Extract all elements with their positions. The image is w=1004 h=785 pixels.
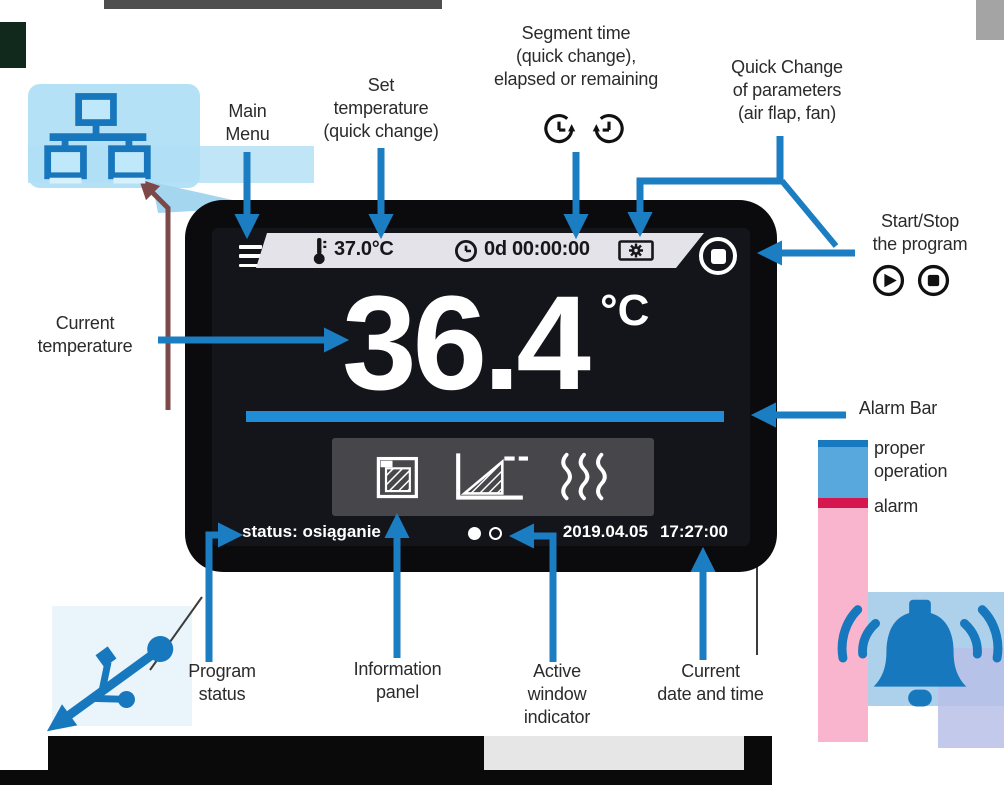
legend-proper-operation-swatch <box>818 447 868 498</box>
date-text: 2019.04.05 <box>562 522 648 541</box>
legend-alarm-swatch <box>818 498 868 508</box>
label-program-status: Program status <box>188 661 256 705</box>
thermometer-icon <box>312 237 327 265</box>
current-temperature-display: 36.4 <box>342 269 591 418</box>
time-text: 17:27:00 <box>659 522 728 541</box>
label-information-panel: Information panel <box>353 659 442 703</box>
page-dot-active <box>468 527 481 540</box>
artifact-top-right <box>976 0 1004 40</box>
elapsed-time-icon <box>544 114 576 144</box>
label-main-menu: Main Menu <box>225 101 270 145</box>
network-arrow <box>138 178 171 410</box>
top-bar: 37.0°C 0d 00:00:00 <box>256 233 704 268</box>
artifact-bottom-strip <box>0 770 772 785</box>
legend-blue-edge <box>818 440 868 447</box>
label-set-temperature: Set temperature (quick change) <box>323 75 439 142</box>
play-icon <box>872 264 905 297</box>
program-status-text: status: osiąganie <box>242 522 381 541</box>
label-active-window: Active window indicator <box>523 661 591 728</box>
datetime-display: 2019.04.05 17:27:00 <box>550 522 728 542</box>
label-start-stop: Start/Stop the program <box>872 211 968 255</box>
alarm-bell-icon <box>837 599 1003 707</box>
stop-icon <box>917 264 950 297</box>
hamburger-menu-button[interactable] <box>239 245 262 267</box>
information-panel <box>332 438 654 516</box>
ramp-profile-icon <box>456 453 528 500</box>
label-alarm-bar: Alarm Bar <box>858 398 938 418</box>
artifact-dark-corner <box>0 22 26 68</box>
remaining-time-icon <box>592 114 624 144</box>
alarm-bar <box>246 411 724 422</box>
device-bezel: 37.0°C 0d 00:00:00 <box>185 200 777 572</box>
fan-quick-change-button[interactable] <box>618 240 654 261</box>
program-icon <box>376 456 418 499</box>
clock-icon <box>454 239 478 263</box>
set-temperature-quick-change[interactable]: 37.0°C <box>334 238 394 260</box>
stop-button[interactable] <box>699 237 737 275</box>
artifact-bottom-band <box>48 736 484 774</box>
legend-alarm-label: alarm <box>874 496 919 516</box>
temperature-unit: °C <box>600 286 650 335</box>
usb-icon <box>46 635 174 732</box>
lan-network-icon <box>44 93 151 184</box>
artifact-top-smear <box>104 0 442 9</box>
segment-time-icons <box>540 110 628 148</box>
label-current-temperature: Current temperature <box>37 313 133 357</box>
active-window-indicator[interactable] <box>468 527 502 540</box>
segment-time-quick-change[interactable]: 0d 00:00:00 <box>484 238 590 260</box>
stop-button-icon <box>710 248 726 264</box>
start-stop-icons <box>872 264 950 297</box>
heating-icon <box>561 452 607 501</box>
label-quick-change: Quick Change of parameters (air flap, fa… <box>731 57 843 124</box>
device-display: 37.0°C 0d 00:00:00 <box>212 228 750 546</box>
legend-proper-operation-label: proper operation <box>874 438 948 482</box>
label-current-datetime: Current date and time <box>657 661 764 705</box>
label-segment-time: Segment time (quick change), elapsed or … <box>493 23 659 90</box>
page-dot-inactive <box>489 527 502 540</box>
